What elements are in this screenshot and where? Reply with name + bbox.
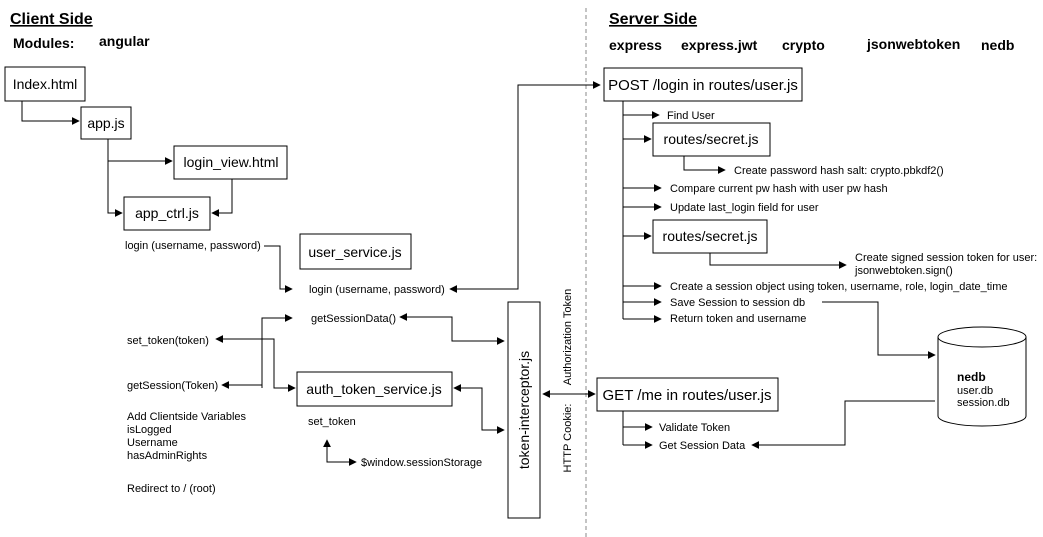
add-vars-label: Add Clientside Variables xyxy=(127,411,247,423)
nedb-database-icon xyxy=(937,326,1027,427)
db-file-user: user.db xyxy=(957,385,993,397)
app-js-box xyxy=(80,106,132,140)
server-module-express: express xyxy=(609,37,662,53)
post-login-box xyxy=(603,67,803,102)
signed-token-label-2: jsonwebtoken.sign() xyxy=(854,265,953,277)
index-html-box xyxy=(4,66,86,102)
modules-value: angular xyxy=(99,33,150,49)
server-module-jsonwebtoken: jsonwebtoken xyxy=(866,36,960,52)
user-service-box xyxy=(299,233,412,270)
get-session-fn-label: getSession(Token) xyxy=(127,380,218,392)
app-js-label: app.js xyxy=(87,115,124,131)
set-token-fn-label: set_token(token) xyxy=(127,335,209,347)
find-user-label: Find User xyxy=(667,110,715,122)
signed-token-label-1: Create signed session token for user: xyxy=(855,252,1037,264)
login-view-to-app-ctrl-arrow xyxy=(211,179,233,217)
index-to-app-arrow xyxy=(21,101,80,125)
return-token-label: Return token and username xyxy=(670,313,806,325)
login-ctrl-label: login (username, password) xyxy=(125,240,261,252)
set-token-to-auth-service-arrow xyxy=(215,335,296,392)
auth-token-service-box xyxy=(296,371,453,407)
modules-label: Modules: xyxy=(13,35,74,51)
token-interceptor-box xyxy=(507,301,541,519)
hash-salt-label: Create password hash salt: crypto.pbkdf2… xyxy=(734,165,944,177)
app-ctrl-label: app_ctrl.js xyxy=(135,205,199,221)
http-cookie-label: HTTP Cookie: xyxy=(562,404,574,473)
app-to-login-view-arrow xyxy=(107,139,173,165)
server-module-crypto: crypto xyxy=(782,37,825,53)
secret1-label: routes/secret.js xyxy=(664,131,759,147)
login-view-box xyxy=(173,145,288,180)
session-storage-arrow xyxy=(323,439,357,466)
save-session-to-db-arrow xyxy=(822,301,936,359)
signed-token-arrow xyxy=(709,253,847,269)
server-module-nedb: nedb xyxy=(981,37,1014,53)
secret2-box xyxy=(652,219,768,254)
server-module-express-jwt: express.jwt xyxy=(681,37,758,53)
db-name-label: nedb xyxy=(957,370,986,384)
db-file-session: session.db xyxy=(957,397,1010,409)
redirect-label: Redirect to / (root) xyxy=(127,483,216,495)
client-side-header: Client Side xyxy=(10,11,93,28)
get-me-box xyxy=(596,377,779,412)
session-data-to-interceptor-arrow xyxy=(399,313,505,345)
app-ctrl-box xyxy=(123,196,211,231)
index-html-label: Index.html xyxy=(13,76,78,92)
server-side-header: Server Side xyxy=(609,11,697,28)
login-view-label: login_view.html xyxy=(184,154,279,170)
get-me-label: GET /me in routes/user.js xyxy=(603,387,772,404)
save-session-label: Save Session to session db xyxy=(670,297,805,309)
login-request-arrow xyxy=(449,81,601,293)
has-admin-label: hasAdminRights xyxy=(127,450,208,462)
auth-service-to-interceptor-arrow xyxy=(453,384,505,434)
to-get-session-data-arrow xyxy=(261,314,293,388)
get-session-data-label: getSessionData() xyxy=(311,313,396,325)
session-storage-label: $window.sessionStorage xyxy=(361,457,482,469)
app-to-app-ctrl-arrow xyxy=(107,161,123,217)
secret2-label: routes/secret.js xyxy=(663,228,758,244)
hash-salt-arrow xyxy=(683,156,726,174)
secret1-box xyxy=(652,122,771,157)
authorization-token-label: Authorization Token xyxy=(562,289,574,385)
db-to-get-session-arrow xyxy=(751,400,935,449)
validate-token-label: Validate Token xyxy=(659,422,730,434)
update-label: Update last_login field for user xyxy=(670,202,819,214)
user-service-label: user_service.js xyxy=(308,244,401,260)
server-get-session-data-label: Get Session Data xyxy=(659,440,746,452)
post-login-label: POST /login in routes/user.js xyxy=(608,77,798,94)
is-logged-label: isLogged xyxy=(127,424,172,436)
login-service-label: login (username, password) xyxy=(309,284,445,296)
compare-label: Compare current pw hash with user pw has… xyxy=(670,183,888,195)
login-to-service-arrow xyxy=(264,245,293,293)
session-object-label: Create a session object using token, use… xyxy=(670,281,1008,293)
username-label: Username xyxy=(127,437,178,449)
auth-token-service-label: auth_token_service.js xyxy=(306,381,441,397)
set-token-label: set_token xyxy=(308,416,356,428)
token-interceptor-label: token-interceptor.js xyxy=(516,351,532,469)
